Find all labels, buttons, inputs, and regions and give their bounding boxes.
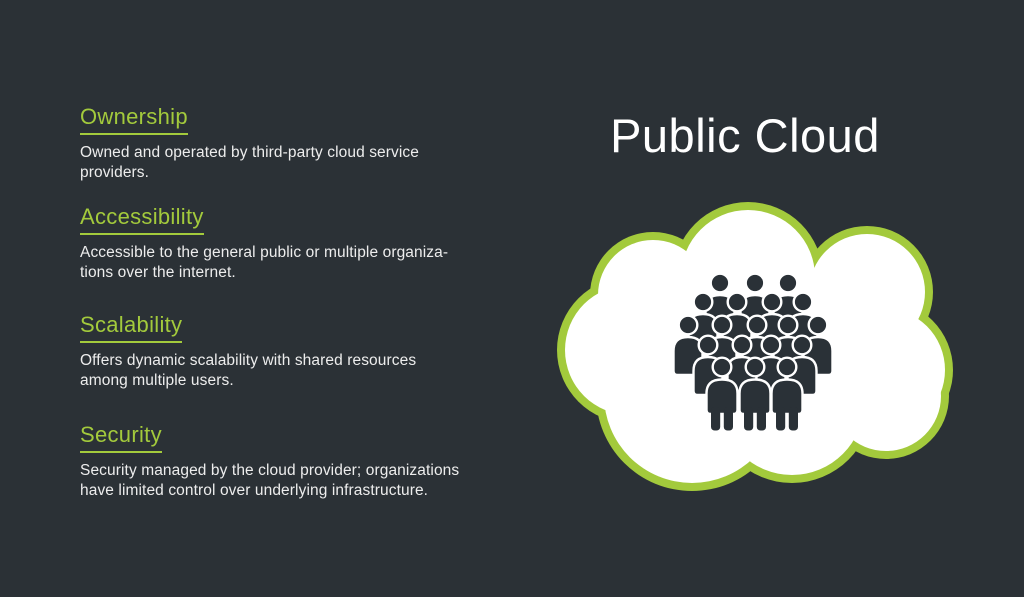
section-security: Security Security managed by the cloud p… xyxy=(80,422,550,501)
section-accessibility: Accessibility Accessible to the general … xyxy=(80,204,550,283)
section-scalability: Scalability Offers dynamic scalability w… xyxy=(80,312,550,391)
cloud-with-crowd-icon xyxy=(557,202,953,491)
page-title: Public Cloud xyxy=(610,109,880,162)
section-body: Accessible to the general public or mult… xyxy=(80,244,449,281)
section-body: Offers dynamic scalability with shared r… xyxy=(80,352,417,389)
section-title: Scalability xyxy=(80,312,183,343)
section-title: Security xyxy=(80,422,162,453)
section-title: Accessibility xyxy=(80,204,204,235)
section-body: Owned and operated by third-party cloud … xyxy=(80,144,419,181)
section-body: Security managed by the cloud provider; … xyxy=(80,462,460,499)
section-title: Ownership xyxy=(80,104,188,135)
section-ownership: Ownership Owned and operated by third-pa… xyxy=(80,104,550,183)
